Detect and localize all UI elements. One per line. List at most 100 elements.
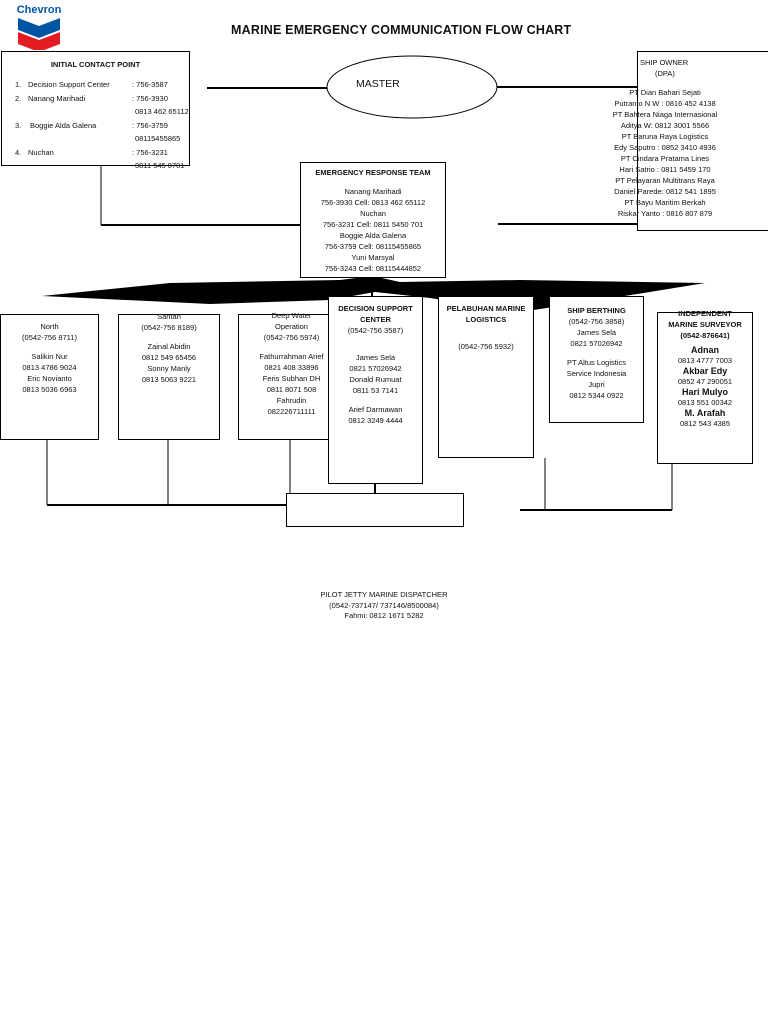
pilot-line: PILOT JETTY MARINE DISPATCHER [320,590,448,599]
independent-line: M. Arafah [684,408,726,418]
unit-line: 0812 5344 0922 [569,391,624,400]
ert-line: Boggie Alda Galena [339,231,407,240]
unit-line: Sonny Manly [147,364,191,373]
initial-contact-row: 2.Nanang Marihadi: 756-3930 [2,93,189,107]
unit-line: (0542-756 3587) [347,326,404,335]
pilot-line: Fahmi: 0812 1671 5282 [344,611,424,620]
unit-line: SHIP BERTHING [567,306,626,315]
independent-line: 0813 551 00342 [677,398,733,407]
contact-num: 4. [15,147,22,157]
unit-line: James Sela [576,328,617,337]
pilot-dispatcher-text: PILOT JETTY MARINE DISPATCHER(0542-73714… [284,590,484,622]
initial-contact-row: 0811 545 0701 [2,160,189,174]
independent-line: 0852 47 290051 [677,377,733,386]
ship-owner-line: PT Baruna Raya Logistics [621,132,709,141]
independent-line: Adnan [691,345,719,355]
contact-name: Decision Support Center [28,80,110,89]
chevron-logo: Chevron [14,4,64,52]
unit-independent-box: INDEPENDENT MARINE SURVEYOR (0542-876641… [657,309,753,464]
unit-line [329,344,422,352]
unit-line: PELABUHAN MARINE [446,304,526,313]
ship-owner-heading-1: SHIP OWNER [640,58,689,67]
ert-line: 756-3930 Cell: 0813 462 65112 [320,198,426,207]
unit-line [1,343,98,351]
master-ellipse [326,55,498,119]
unit-ship-berthing-list: SHIP BERTHING (0542-756 3858) James Sela 08… [550,305,643,401]
ship-owner-box [637,51,768,231]
unit-dsc-list: DECISION SUPPORT CENTER (0542-756 3587) Jam… [329,303,422,426]
ship-owner-line: PT Bahtera Niaga Internasional [612,110,718,119]
independent-heading-1: INDEPENDENT [678,309,732,318]
distribution-wedge [42,276,705,312]
initial-contact-row: 4.Nuchan: 756-3231 [2,147,189,161]
ert-line: 756-3243 Cell: 08115444852 [324,264,422,273]
unit-line: Deep Water [271,311,312,320]
ship-owner-line: PT Dian Bahari Sejati [629,88,701,97]
unit-line: CENTER [360,315,391,324]
initial-contact-row: 3.Boggie Alda Galena: 756-3759 [2,120,189,134]
unit-line: (0542-756 5974) [263,333,320,342]
independent-line: 0812 543 4385 [679,419,731,428]
contact-num: 3. [15,120,22,130]
unit-line: Arief Darmawan [348,405,403,414]
ship-owner-heading: SHIP OWNER (DPA) [640,57,688,79]
unit-line: (0542-756 3858) [568,317,625,326]
unit-line: 0813 5063 9221 [141,375,197,384]
unit-line: 0821 408 33896 [264,363,319,372]
unit-line: Donald Rumuat [349,375,402,384]
ship-owner-heading-2: (DPA) [655,69,675,78]
initial-contact-row: 1.Decision Support Center: 756-3587 [2,79,189,93]
unit-line: Fahrudin [276,396,307,405]
independent-heading: INDEPENDENT MARINE SURVEYOR (0542-876641… [658,308,752,341]
ert-line: 756-3231 Cell: 0811 5450 701 [322,220,424,229]
unit-line: 0811 8071 508 [266,385,317,394]
ship-owner-line: Hari Satrio : 0811 5459 170 [619,165,711,174]
unit-line: Jupri [588,380,605,389]
unit-line: Operation [275,322,308,331]
ship-owner-line: PT Pelayaran Multitrans Raya [615,176,715,185]
unit-dsc-box: DECISION SUPPORT CENTER (0542-756 3587) Jam… [328,296,423,484]
pilot-line: (0542-737147/ 737146/8500084) [329,600,439,610]
unit-line: Service Indonesia [566,369,627,378]
unit-line: DECISION SUPPORT [338,304,413,313]
initial-contact-heading: INITIAL CONTACT POINT [50,60,141,69]
initial-contact-box: INITIAL CONTACT POINT 1.Decision Support… [1,51,190,170]
unit-line: 0812 3249 4444 [348,416,403,425]
unit-line: North [40,322,59,331]
unit-line: Feris Subhan DH [262,374,321,383]
page-title: MARINE EMERGENCY COMMUNICATION FLOW CHAR… [231,23,572,37]
ship-owner-line: PT Bayu Maritim Berkah [624,198,706,207]
unit-line: 0811 53 7141 [352,386,399,395]
logo-text: Chevron [16,4,62,16]
ship-owner-line: Riskar Yanto : 0816 807 879 [617,209,713,218]
unit-line: LOGISTICS [465,315,507,324]
unit-line: (0542-756 8711) [22,333,77,342]
contact-phone: : 756-3930 [132,93,168,103]
unit-line: 0813 4786 9024 [22,363,77,372]
unit-line [329,396,422,404]
contact-phone: 08115455865 [135,134,181,143]
contact-phone: : 756-3759 [132,120,168,130]
ert-line: 756-3759 Cell: 08115455865 [324,242,422,251]
contact-name: Nuchan [28,147,54,157]
unit-line: (0542-756 8189) [141,323,197,332]
contact-phone: : 756-3587 [132,80,168,89]
unit-line [119,333,219,341]
unit-line: 0821 57026942 [570,339,623,348]
unit-line: 0812 549 65456 [141,353,197,362]
ship-owner-line: PT Cindara Pratama Lines [620,154,710,163]
unit-line [550,349,643,357]
ert-line: Yuni Marsyal [351,253,395,262]
ert-heading: EMERGENCY RESPONSE TEAM [315,168,431,177]
unit-line: James Sela [355,353,396,362]
